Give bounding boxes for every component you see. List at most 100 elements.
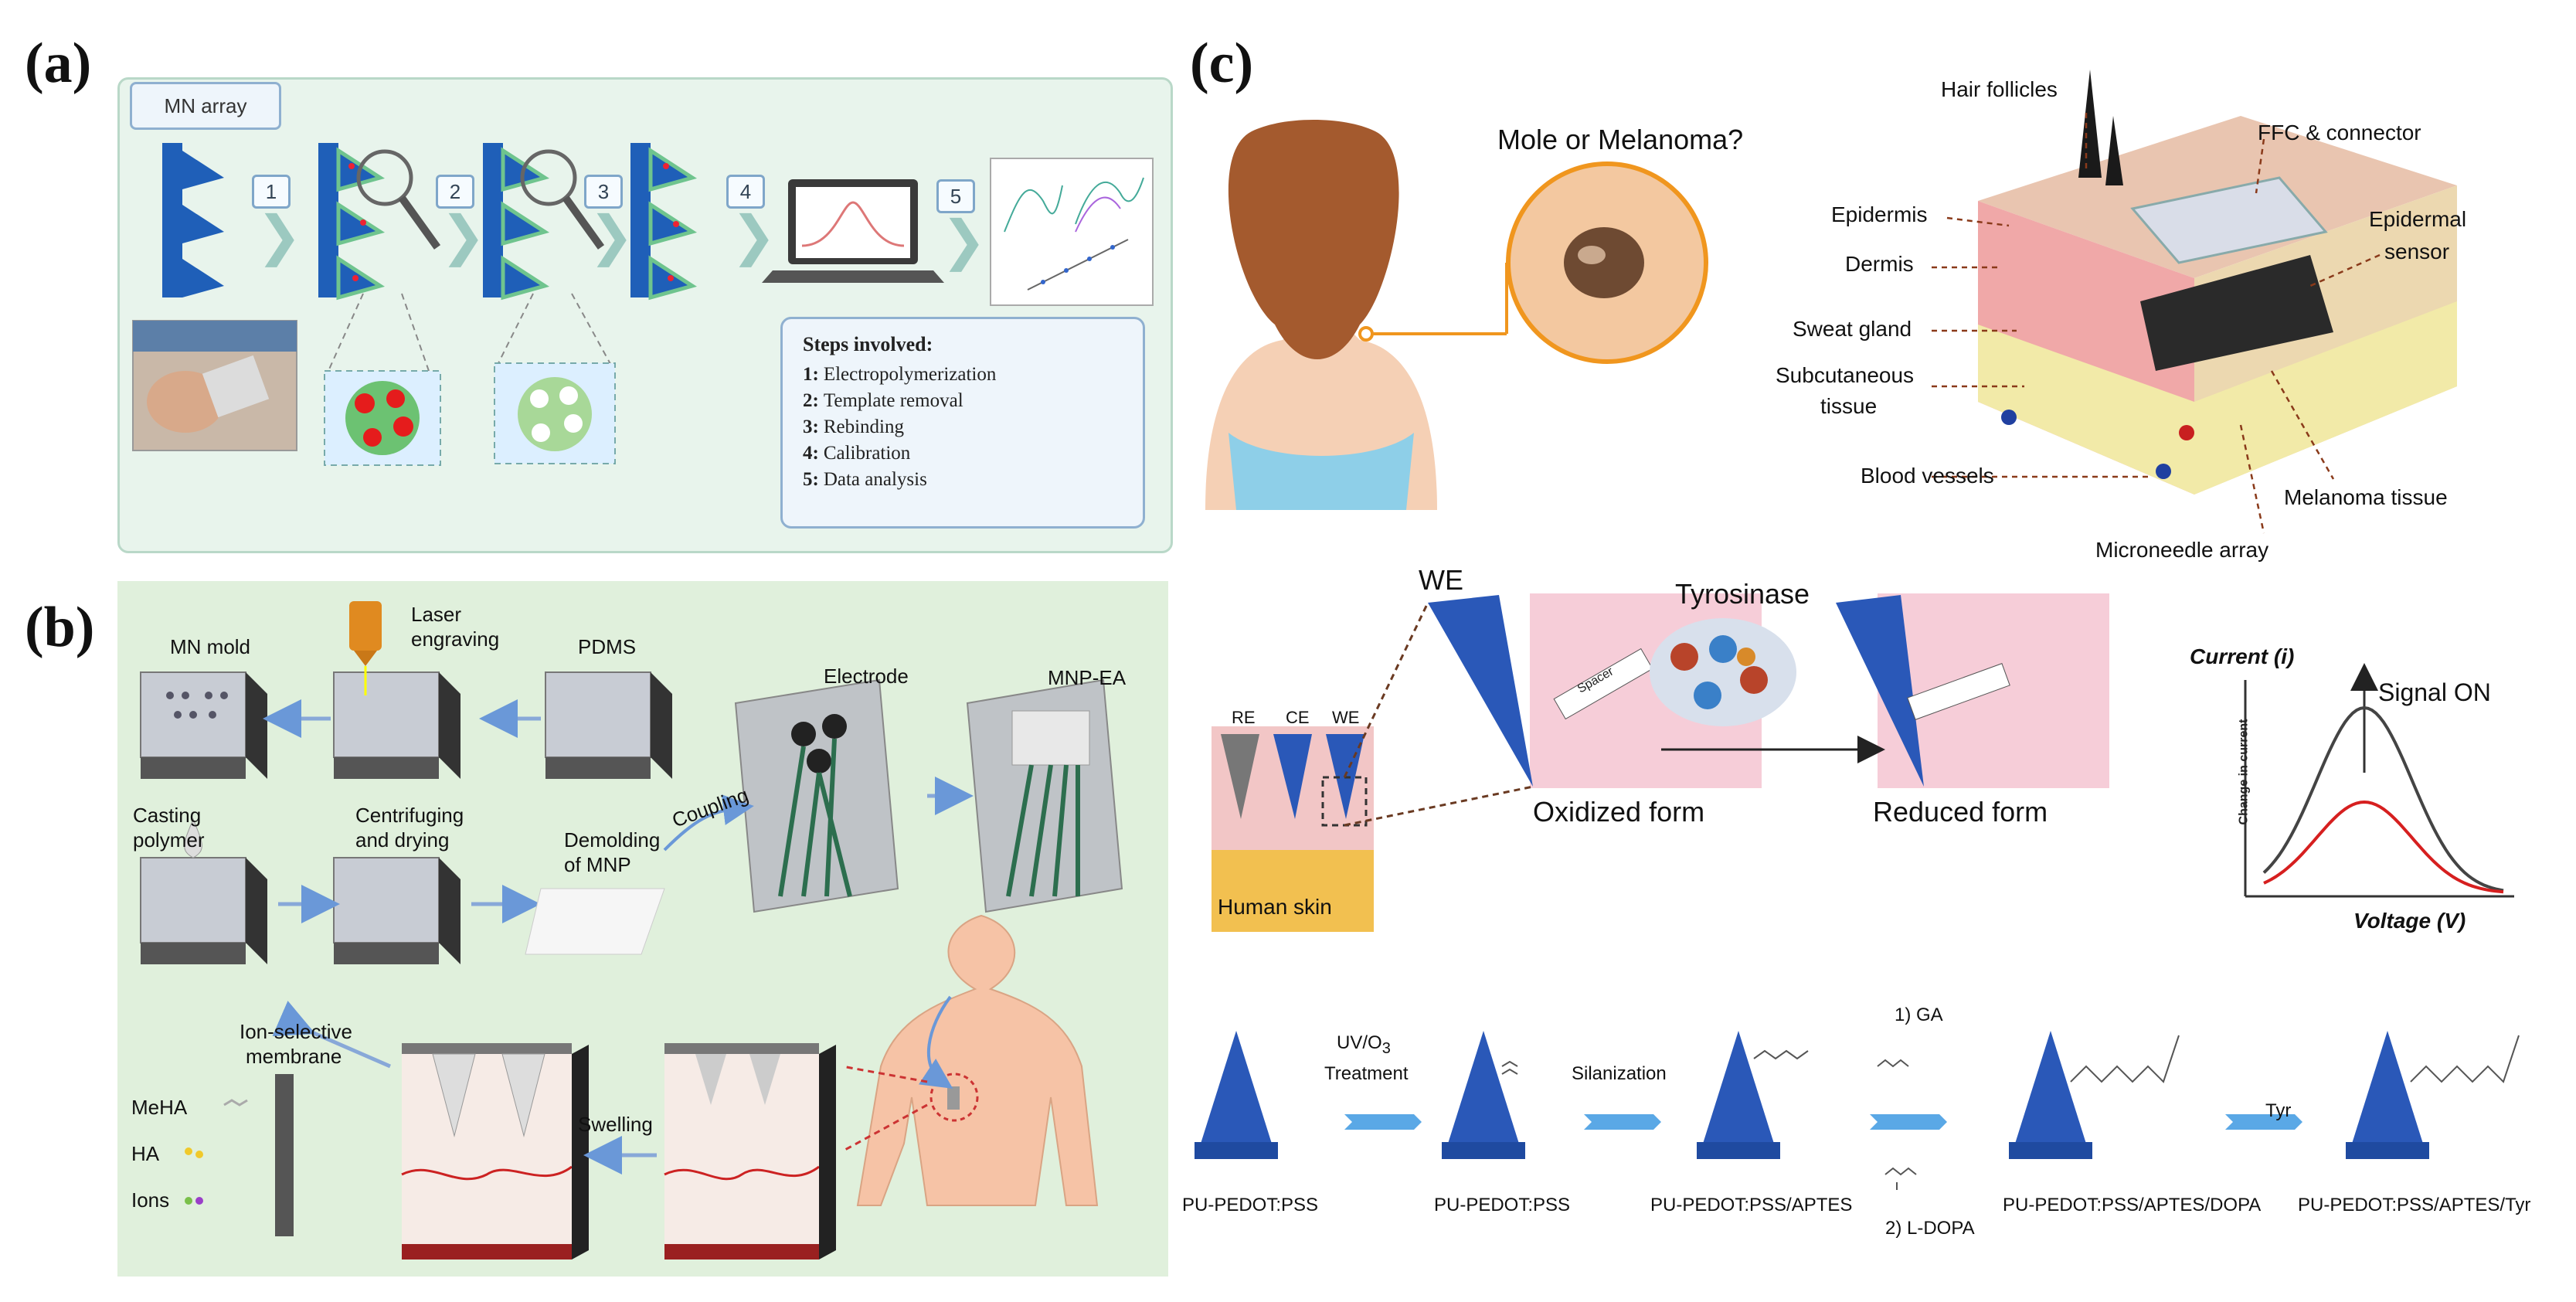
ldopa-label: 2) L-DOPA — [1885, 1218, 1975, 1239]
uvo3-label: UV/O3 — [1337, 1032, 1391, 1057]
ga-label: 1) GA — [1895, 1005, 1943, 1025]
step-item-1: 1:Electropolymerization — [803, 364, 997, 385]
membrane-label: membrane — [246, 1045, 342, 1068]
chevron-icon: ❯ — [257, 206, 302, 266]
ion-selective-label: Ion-selective — [240, 1020, 352, 1043]
steps-heading: Steps involved: — [803, 333, 933, 355]
blood-vessels-label: Blood vessels — [1861, 464, 1994, 488]
and-drying-label: and drying — [355, 828, 450, 852]
panel-label-c: (c) — [1190, 32, 1254, 95]
current-axis-label: Current (i) — [2190, 644, 2295, 668]
mole-magnified-icon — [1506, 161, 1708, 364]
data-analysis-plots — [990, 158, 1154, 306]
skin-block-1 — [664, 1043, 836, 1260]
laser-label: Laser — [411, 603, 462, 626]
reduced-form-label: Reduced form — [1873, 796, 2048, 828]
steps-involved-box: Steps involved: 1:Electropolymerization … — [780, 317, 1145, 529]
pedot-cones — [1195, 1031, 2429, 1159]
step-number-1: 1 — [252, 175, 291, 209]
step-number-2: 2 — [436, 175, 474, 209]
ffc-connector-label: FFC & connector — [2258, 121, 2421, 144]
we-small-label: WE — [1332, 708, 1360, 727]
polymer-label: polymer — [133, 828, 205, 852]
person-back-illustration — [1205, 120, 1508, 510]
casting-label: Casting — [133, 804, 202, 827]
melanoma-tissue-label: Melanoma tissue — [2284, 485, 2448, 509]
signal-on-label: Signal ON — [2378, 678, 2491, 706]
pdms-label: PDMS — [578, 635, 637, 658]
signal-on-curve — [2262, 705, 2504, 892]
tissue-label: tissue — [1820, 394, 1878, 418]
baseline-curve — [2263, 800, 2504, 894]
casting-block — [140, 818, 267, 964]
swelling-label: Swelling — [578, 1113, 653, 1136]
chevron-icon: ❯ — [589, 206, 634, 266]
step-item-4: 4:Calibration — [803, 443, 911, 464]
epidermal-label: Epidermal — [2369, 207, 2467, 231]
stage-label-1: PU-PEDOT:PSS — [1182, 1195, 1319, 1215]
epidermis-label: Epidermis — [1831, 202, 1928, 226]
skin-cross-section — [1978, 70, 2457, 495]
change-in-current-label: Change in current — [2237, 719, 2251, 825]
human-skin-label: Human skin — [1218, 895, 1332, 919]
microneedle-array-label: Microneedle array — [2095, 538, 2269, 562]
skin-block-2 — [401, 1043, 589, 1260]
chevron-icon: ❯ — [440, 206, 486, 266]
step-item-3: 3:Rebinding — [803, 416, 904, 437]
mole-question-label: Mole or Melanoma? — [1497, 124, 1744, 155]
panel-label-a: (a) — [25, 32, 92, 95]
laser-engraving-block — [333, 601, 460, 779]
stage-label-5: PU-PEDOT:PSS/APTES/Tyr — [2298, 1195, 2531, 1215]
demolding-label: Demolding — [564, 828, 661, 852]
stage-label-3: PU-PEDOT:PSS/APTES — [1650, 1195, 1853, 1215]
step-number-3: 3 — [584, 175, 623, 209]
tyrosinase-protein — [1650, 618, 1796, 726]
mn-array-stage-4 — [630, 143, 698, 301]
mn-array-stage-2 — [318, 143, 441, 301]
voltage-axis-label: Voltage (V) — [2353, 909, 2466, 933]
silanization-label: Silanization — [1572, 1063, 1667, 1084]
re-label: RE — [1232, 708, 1256, 727]
centrifuging-label: Centrifuging — [355, 804, 464, 827]
mnp-ea-label: MNP-EA — [1048, 666, 1127, 689]
panel-label-b: (b) — [25, 596, 95, 659]
subcutaneous-label: Subcutaneous — [1776, 363, 1915, 387]
treatment-label: Treatment — [1324, 1063, 1409, 1084]
dermis-label: Dermis — [1845, 252, 1914, 276]
electrode-label: Electrode — [824, 665, 909, 688]
tyr-label: Tyr — [2265, 1100, 2292, 1121]
step-item-2: 2:Template removal — [803, 390, 963, 411]
sweat-gland-label: Sweat gland — [1793, 317, 1912, 341]
stage-label-2: PU-PEDOT:PSS — [1434, 1195, 1571, 1215]
hair-follicles-label: Hair follicles — [1941, 77, 2058, 101]
chevron-icon: ❯ — [731, 206, 777, 266]
voltammogram-plot — [2244, 663, 2514, 898]
ce-label: CE — [1286, 708, 1310, 727]
of-mnp-label: of MNP — [564, 853, 631, 876]
mn-array-stage-3 — [483, 143, 605, 301]
device-photo — [132, 320, 297, 451]
centrifuging-block — [333, 857, 460, 964]
mn-mold-block — [140, 671, 267, 779]
laptop-icon — [762, 179, 944, 283]
pdms-block — [545, 671, 672, 779]
step-number-4: 4 — [726, 175, 765, 209]
mn-array-stage-1 — [162, 143, 224, 297]
ions-label: Ions — [131, 1188, 170, 1212]
tyrosinase-label: Tyrosinase — [1675, 578, 1810, 610]
we-label: WE — [1419, 564, 1463, 596]
stage-label-4: PU-PEDOT:PSS/APTES/DOPA — [2003, 1195, 2262, 1215]
reaction-arrows — [1344, 1114, 2302, 1130]
step-number-5: 5 — [936, 179, 975, 213]
oxidized-form-label: Oxidized form — [1533, 796, 1705, 828]
chevron-icon: ❯ — [941, 210, 987, 270]
sensor-label: sensor — [2384, 240, 2450, 263]
ha-label: HA — [131, 1142, 160, 1165]
mn-array-label: MN array — [130, 82, 281, 130]
step-item-5: 5:Data analysis — [803, 469, 927, 490]
meha-label: MeHA — [131, 1096, 188, 1119]
